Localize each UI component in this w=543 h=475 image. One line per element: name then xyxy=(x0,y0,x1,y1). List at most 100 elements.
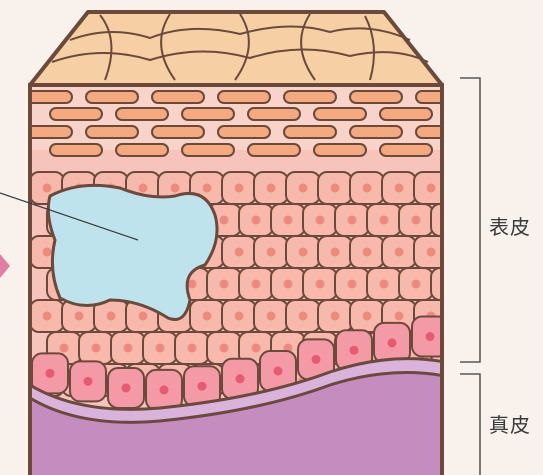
cell xyxy=(254,300,288,332)
flat-cell xyxy=(314,144,366,156)
cell-nucleus xyxy=(236,374,245,383)
cell-nucleus xyxy=(284,216,293,225)
cell-nucleus xyxy=(267,248,276,257)
cell-nucleus xyxy=(274,367,283,376)
cell xyxy=(399,204,433,236)
cell-nucleus xyxy=(363,184,372,193)
cell-nucleus xyxy=(363,312,372,321)
cell xyxy=(367,204,401,236)
cell-nucleus xyxy=(198,382,207,391)
cell-nucleus xyxy=(92,344,101,353)
cell xyxy=(222,236,256,268)
flat-cell xyxy=(446,108,498,120)
cell-nucleus xyxy=(444,280,453,289)
cell-nucleus xyxy=(412,280,421,289)
flat-cell xyxy=(50,144,102,156)
cell-nucleus xyxy=(43,312,52,321)
flat-cell xyxy=(50,108,102,120)
flat-cell xyxy=(350,91,402,103)
cell-nucleus xyxy=(316,216,325,225)
cell-nucleus xyxy=(252,280,261,289)
cell xyxy=(286,172,320,204)
flat-cell xyxy=(284,91,336,103)
cell-nucleus xyxy=(122,383,131,392)
cell xyxy=(303,268,337,300)
cell-nucleus xyxy=(43,248,52,257)
epidermis-label: 表皮 xyxy=(489,211,531,240)
cell-nucleus xyxy=(395,248,404,257)
basal-cell xyxy=(374,323,410,363)
cell-nucleus xyxy=(84,377,93,386)
flat-cell xyxy=(116,108,168,120)
cell xyxy=(111,332,145,364)
cell-nucleus xyxy=(124,344,133,353)
cell xyxy=(318,300,352,332)
cell-nucleus xyxy=(427,184,436,193)
flat-cell xyxy=(86,91,138,103)
cell xyxy=(335,268,369,300)
cell-nucleus xyxy=(107,312,116,321)
cell xyxy=(350,236,384,268)
flat-cell xyxy=(446,144,498,156)
cell-nucleus xyxy=(139,184,148,193)
cell-nucleus xyxy=(395,184,404,193)
cell-nucleus xyxy=(46,369,55,378)
cell xyxy=(318,172,352,204)
cell-nucleus xyxy=(312,355,321,364)
flat-cell xyxy=(284,126,336,138)
flat-cell xyxy=(380,144,432,156)
cell-nucleus xyxy=(220,216,229,225)
basal-cell xyxy=(108,368,144,408)
flat-cell xyxy=(152,126,204,138)
cell-nucleus xyxy=(171,184,180,193)
cell xyxy=(190,300,224,332)
cell-nucleus xyxy=(331,184,340,193)
cell xyxy=(431,204,465,236)
cell xyxy=(367,268,401,300)
cell-nucleus xyxy=(316,280,325,289)
cell-nucleus xyxy=(160,385,169,394)
cell-nucleus xyxy=(444,344,453,353)
cell-nucleus xyxy=(220,344,229,353)
cell-nucleus xyxy=(388,338,397,347)
cell xyxy=(271,268,305,300)
basal-cell xyxy=(32,353,68,393)
cell-nucleus xyxy=(156,344,165,353)
cell-nucleus xyxy=(252,344,261,353)
cell-nucleus xyxy=(412,216,421,225)
cell-nucleus xyxy=(331,312,340,321)
cell xyxy=(254,236,288,268)
flat-cell xyxy=(218,91,270,103)
cell xyxy=(382,172,416,204)
cell-nucleus xyxy=(380,280,389,289)
cell-nucleus xyxy=(188,344,197,353)
cell xyxy=(175,332,209,364)
cell-nucleus xyxy=(363,248,372,257)
basal-cell xyxy=(146,370,182,410)
cell xyxy=(222,300,256,332)
cell-nucleus xyxy=(60,344,69,353)
dermis-bracket xyxy=(460,374,480,475)
cell-nucleus xyxy=(203,184,212,193)
cell xyxy=(350,172,384,204)
epidermis-bracket xyxy=(460,78,480,362)
cell xyxy=(271,204,305,236)
cell-nucleus xyxy=(426,332,435,341)
cell-nucleus xyxy=(284,280,293,289)
cell-nucleus xyxy=(299,312,308,321)
cell-nucleus xyxy=(299,248,308,257)
flat-cell xyxy=(86,126,138,138)
cell xyxy=(254,172,288,204)
cell-nucleus xyxy=(348,280,357,289)
flat-cell xyxy=(218,126,270,138)
flat-cell xyxy=(20,91,72,103)
cell-nucleus xyxy=(139,312,148,321)
cell-nucleus xyxy=(348,216,357,225)
cell-nucleus xyxy=(395,312,404,321)
flat-cell xyxy=(248,108,300,120)
cell xyxy=(399,268,433,300)
cell xyxy=(382,236,416,268)
cell-nucleus xyxy=(331,248,340,257)
flat-cell xyxy=(350,126,402,138)
cell-nucleus xyxy=(350,346,359,355)
